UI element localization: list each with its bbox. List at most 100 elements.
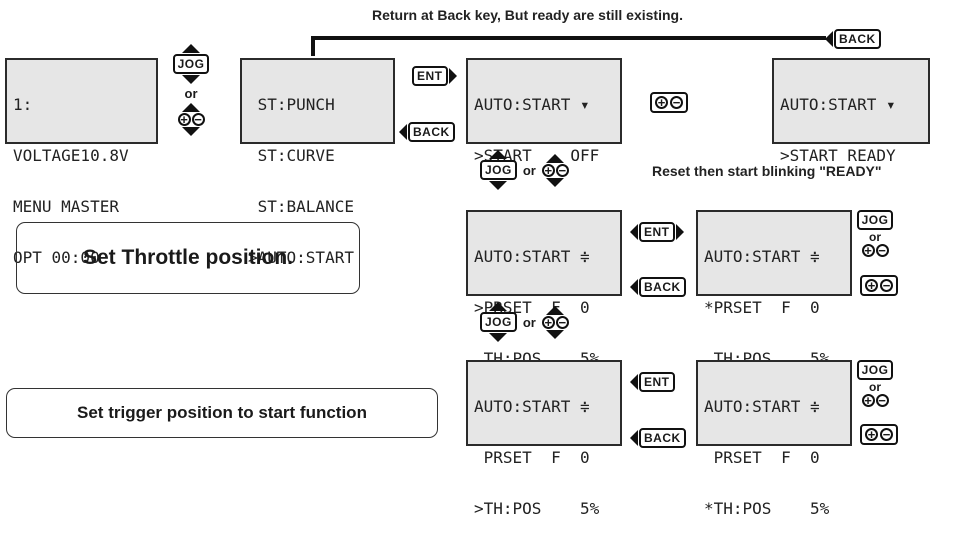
lcd-thpos-select: AUTO:START ≑ PRSET F 0 >TH:POS 5% [466,360,622,517]
plus-minus-group[interactable]: + − [541,305,569,339]
lcd-line: VOLTAGE10.8V [13,146,129,165]
back-key-2[interactable]: BACK [630,277,686,297]
jog-group[interactable]: JOG [480,302,517,342]
lcd-prset-edit: AUTO:START ≑ *PRSET F 0 TH:POS 5% [696,210,852,367]
plus-icon[interactable]: + [865,428,878,441]
plus-icon[interactable]: + [655,96,668,109]
lcd-line: >AUTO:START [248,248,354,267]
lcd-prset-select: AUTO:START ≑ >PRSET F 0 TH:POS 5% [466,210,622,367]
lcd-line: >TH:POS 5% [474,499,600,518]
caption-top: Return at Back key, But ready are still … [372,7,683,23]
lcd-line: *PRSET F 0 [704,298,820,317]
minus-icon[interactable]: − [875,394,889,407]
jog-key[interactable]: JOG [480,160,517,180]
plus-minus-group[interactable]: + − [541,153,569,187]
ent-label: ENT [639,372,675,392]
plus-icon[interactable]: + [541,163,555,177]
jog-or-plusminus-4[interactable]: JOG or + − [480,302,569,342]
plus-icon[interactable]: + [861,394,875,407]
or-label: or [869,230,881,244]
up-arrow-icon [489,150,508,159]
lcd-line: AUTO:START ≑ [474,247,590,266]
lcd-thpos-edit: AUTO:START ≑ PRSET F 0 *TH:POS 5% [696,360,852,517]
minus-icon[interactable]: − [880,279,893,292]
lcd-menu: ST:PUNCH ST:CURVE ST:BALANCE >AUTO:START [240,58,395,266]
up-arrow-icon [546,153,565,163]
jog-key[interactable]: JOG [856,360,894,380]
ent-key-2[interactable]: ENT [630,222,684,242]
return-connector [311,36,826,56]
lcd-line: ST:BALANCE [248,197,354,216]
lcd-line: *TH:POS 5% [704,499,830,518]
panel-throttle: Set Throttle position. [16,222,360,294]
down-arrow-icon [182,75,200,84]
down-arrow-icon [546,329,565,339]
or-label: or [869,380,881,394]
lcd-line: AUTO:START ▾ [474,95,590,114]
lcd-line: 1: [13,95,33,114]
lcd-line: PRSET F 0 [704,448,820,467]
jog-key[interactable]: JOG [856,210,894,230]
minus-icon[interactable]: − [880,428,893,441]
right-arrow-icon [448,68,457,84]
plus-minus-key-box-3[interactable]: + − [860,424,898,445]
plus-icon[interactable]: + [865,279,878,292]
back-label: BACK [834,29,881,49]
jog-or-plusminus-5[interactable]: JOG or + − [856,360,894,407]
plus-minus-keys[interactable]: + − [861,244,889,257]
minus-icon[interactable]: − [555,315,569,329]
plus-minus-keys[interactable]: + − [541,315,569,329]
left-arrow-icon [630,374,638,390]
minus-icon[interactable]: − [191,113,205,126]
lcd-line: AUTO:START ▾ [780,95,896,114]
plus-minus-key-box-2[interactable]: + − [860,275,898,296]
or-label: or [522,162,536,178]
up-arrow-icon [182,44,200,53]
lcd-auto-ready: AUTO:START ▾ >START READY [772,58,930,164]
up-arrow-icon [182,103,200,112]
lcd-line: >START READY [780,146,896,165]
plus-minus-keys[interactable]: + − [541,163,569,177]
jog-or-plusminus-1[interactable]: JOG or + − [172,44,210,136]
jog-group[interactable]: JOG [480,150,517,190]
plus-icon[interactable]: + [177,113,191,126]
left-arrow-icon [630,224,638,240]
panel-trigger: Set trigger position to start function [6,388,438,438]
minus-icon[interactable]: − [875,244,889,257]
left-arrow-icon [630,430,638,446]
down-arrow-icon [182,127,200,136]
lcd-line: ST:CURVE [248,146,335,165]
plus-minus-key-box-1[interactable]: + − [650,92,688,113]
ent-key-3[interactable]: ENT [630,372,675,392]
caption-reset: Reset then start blinking "READY" [652,163,882,179]
jog-key[interactable]: JOG [172,54,210,74]
plus-minus-keys[interactable]: + − [861,394,889,407]
minus-icon[interactable]: − [555,163,569,177]
lcd-line: OPT 00:00 [13,248,100,267]
jog-key[interactable]: JOG [480,312,517,332]
or-label: or [184,86,198,101]
lcd-line: ST:PUNCH [248,95,335,114]
ent-key-1[interactable]: ENT [412,66,457,86]
jog-or-plusminus-3[interactable]: JOG or + − [856,210,894,257]
down-arrow-icon [489,181,508,190]
minus-icon[interactable]: − [670,96,683,109]
lcd-home: 1: VOLTAGE10.8V MENU MASTER OPT 00:00 [5,58,158,266]
plus-icon[interactable]: + [541,315,555,329]
down-arrow-icon [489,333,508,342]
down-arrow-icon [546,177,565,187]
lcd-line: MENU MASTER [13,197,119,216]
back-key-3[interactable]: BACK [630,428,686,448]
plus-icon[interactable]: + [861,244,875,257]
plus-minus-keys[interactable]: + − [177,113,205,126]
back-key-1[interactable]: BACK [399,122,455,142]
back-key-top[interactable]: BACK [825,29,881,49]
lcd-line: AUTO:START ≑ [704,397,820,416]
ent-label: ENT [639,222,675,242]
left-arrow-icon [825,31,833,47]
lcd-line: AUTO:START ≑ [474,397,590,416]
jog-or-plusminus-2[interactable]: JOG or + − [480,150,569,190]
back-label: BACK [639,277,686,297]
right-arrow-icon [675,224,684,240]
or-label: or [522,314,536,330]
